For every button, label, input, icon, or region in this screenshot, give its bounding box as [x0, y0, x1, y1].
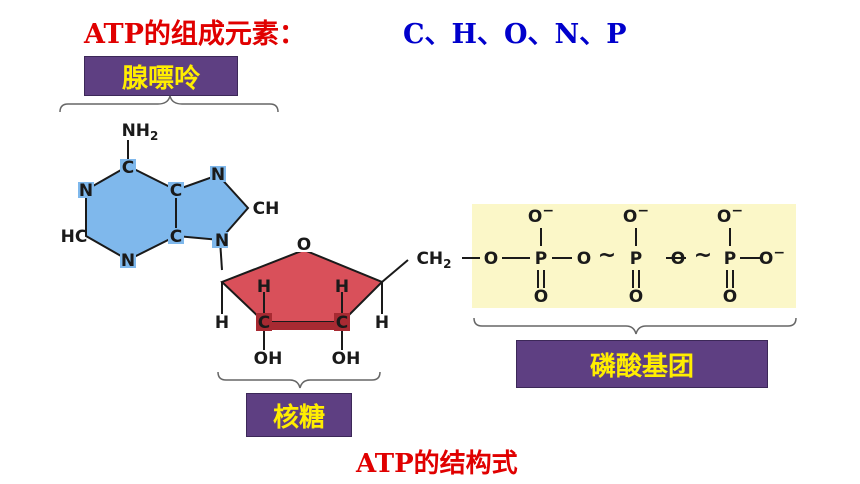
atom-ch2: CH2	[416, 249, 451, 271]
elements-list: C、H、O、N、P	[403, 19, 627, 50]
bond-c4-ch2	[381, 259, 409, 283]
atom-c4-h: H	[375, 313, 389, 333]
atom-ester-o: O	[484, 249, 498, 269]
atom-c5: C	[170, 181, 182, 201]
anhydride-bond-1: ~	[598, 243, 616, 268]
atom-c2-oh: OH	[254, 349, 283, 369]
phosphate-background	[472, 204, 796, 308]
atom-c2-h: H	[257, 277, 271, 297]
ribose-brace	[217, 371, 381, 389]
atom-c3-oh: OH	[332, 349, 361, 369]
atom-p2: P	[630, 249, 642, 269]
phosphate-label: 磷酸基团	[516, 340, 768, 388]
atom-p3: P	[724, 249, 736, 269]
atom-c1-h: H	[215, 313, 229, 333]
atom-c4: C	[170, 227, 182, 247]
atom-n1: N	[79, 181, 93, 201]
atom-c2: C	[258, 313, 270, 333]
atom-p2-o-double: O	[629, 287, 643, 307]
atom-n3: N	[121, 251, 135, 271]
atom-c8: CH	[253, 199, 280, 219]
atom-p1: P	[535, 249, 547, 269]
atom-nh2: NH2	[122, 121, 159, 143]
ribose-label: 核糖	[246, 393, 352, 437]
atom-ring-o: O	[297, 235, 311, 255]
phosphate-brace	[473, 317, 797, 335]
structure-caption: ATP的结构式	[356, 449, 518, 479]
ribose-ring	[220, 248, 384, 323]
atom-bridge-o2: O	[671, 249, 685, 269]
atom-p2-o-minus: O−	[623, 203, 649, 227]
atom-c2: HC	[61, 227, 88, 247]
atom-c6: C	[122, 158, 134, 178]
atom-p1-o-minus: O−	[528, 203, 554, 227]
atom-n9: N	[215, 231, 229, 251]
atom-p3-o-double: O	[723, 287, 737, 307]
adenine-brace	[59, 95, 279, 113]
adenine-six-ring	[85, 164, 177, 262]
atom-n7: N	[211, 165, 225, 185]
atom-c3: C	[336, 313, 348, 333]
atom-p1-o-double: O	[534, 287, 548, 307]
atom-p3-o-minus: O−	[717, 203, 743, 227]
atom-terminal-o-minus: O−	[759, 245, 785, 269]
ribose-ring-bottom	[264, 322, 342, 330]
adenine-label: 腺嘌呤	[84, 56, 238, 96]
atom-bridge-o1: O	[577, 249, 591, 269]
atom-c3-h: H	[335, 277, 349, 297]
anhydride-bond-2: ~	[694, 243, 712, 268]
elements-title: ATP的组成元素：	[84, 19, 306, 50]
